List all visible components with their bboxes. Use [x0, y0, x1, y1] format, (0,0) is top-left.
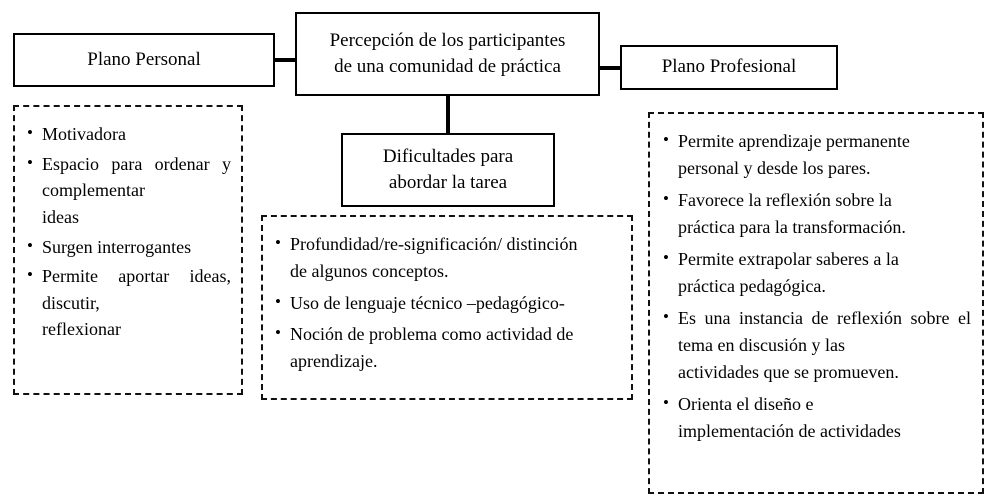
list-item-text: Surgen interrogantes [42, 236, 192, 257]
list-item: Orienta el diseño e implementación de act… [661, 390, 971, 445]
list-item-text: Uso de lenguaje técnico –pedagógico- [290, 292, 565, 313]
box-dificultades-line-1: Dificultades para [382, 145, 514, 167]
list-item-text: Espacio para ordenar y complementar [42, 153, 231, 201]
list-item: Espacio para ordenar y complementar ideas [25, 150, 231, 231]
box-plano-profesional: Plano Profesional [620, 45, 838, 90]
list-item-text: Orienta el diseño e [678, 394, 814, 414]
box-plano-personal: Plano Personal [13, 33, 275, 87]
list-plano-profesional: Permite aprendizaje permanente personal y… [661, 127, 971, 445]
list-item-text-last-line: aprendizaje. [290, 351, 378, 372]
list-item-text: Permite extrapolar saberes a la [678, 249, 899, 269]
panel-dificultades: Profundidad/re-significación/ distinción… [261, 215, 633, 400]
list-item-text-last-line: personal y desde los pares. [678, 158, 871, 178]
list-plano-personal: MotivadoraEspacio para ordenar y complem… [25, 120, 231, 343]
list-item-text: Favorece la reflexión sobre la [678, 190, 892, 210]
list-item-text-last-line: reflexionar [42, 319, 121, 340]
list-item: Permite aportar ideas, discutir, reflexio… [25, 262, 231, 343]
box-dificultades-text: Dificultades para abordar la tarea [377, 144, 519, 196]
box-dificultades-line-2: abordar la tarea [388, 172, 508, 193]
panel-plano-personal: MotivadoraEspacio para ordenar y complem… [13, 105, 243, 395]
list-item: Uso de lenguaje técnico –pedagógico- [273, 289, 621, 317]
connector-central-to-profesional [598, 66, 622, 70]
box-percepcion-text: Percepción de los participantes de una c… [324, 28, 572, 80]
box-plano-personal-label: Plano Personal [87, 48, 201, 70]
connector-central-to-dificultades [446, 94, 450, 135]
box-plano-profesional-label: Plano Profesional [661, 56, 797, 78]
list-dificultades: Profundidad/re-significación/ distinción… [273, 230, 621, 376]
list-item: Profundidad/re-significación/ distinción… [273, 230, 621, 286]
box-percepcion-line-2: de una comunidad de práctica [334, 56, 561, 77]
list-item-text: Profundidad/re-significación/ distinción [290, 234, 578, 254]
list-item: Motivadora [25, 120, 231, 148]
list-item-text: Es una instancia de reflexión sobre el t… [678, 308, 971, 355]
panel-plano-profesional: Permite aprendizaje permanente personal y… [648, 112, 984, 494]
box-percepcion-line-1: Percepción de los participantes [329, 29, 566, 51]
list-item: Permite aprendizaje permanente personal y… [661, 127, 971, 182]
list-item-text-last-line: actividades que se promueven. [678, 362, 899, 382]
box-percepcion-participantes: Percepción de los participantes de una c… [295, 12, 600, 96]
list-item-text: Permite aportar ideas, discutir, [42, 266, 231, 313]
list-item-text-last-line: ideas [42, 206, 79, 227]
list-item-text: Noción de problema como actividad de [290, 324, 574, 345]
list-item-text-last-line: implementación de actividades [678, 421, 901, 441]
list-item: Noción de problema como actividad de apre… [273, 320, 621, 376]
list-item: Favorece la reflexión sobre la práctica p… [661, 186, 971, 241]
list-item: Surgen interrogantes [25, 233, 231, 261]
list-item-text-last-line: de algunos conceptos. [290, 261, 449, 282]
list-item: Permite extrapolar saberes a la práctica … [661, 245, 971, 300]
connector-personal-to-central [275, 58, 297, 62]
list-item-text-last-line: práctica pedagógica. [678, 276, 826, 296]
list-item-text: Motivadora [42, 124, 126, 144]
box-dificultades-tarea: Dificultades para abordar la tarea [341, 133, 555, 207]
list-item-text-last-line: práctica para la transformación. [678, 217, 906, 237]
list-item: Es una instancia de reflexión sobre el t… [661, 304, 971, 386]
list-item-text: Permite aprendizaje permanente [678, 131, 910, 151]
